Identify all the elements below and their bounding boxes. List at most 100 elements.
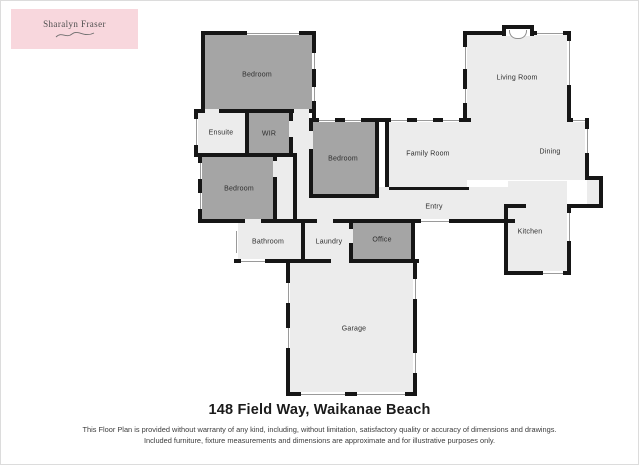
window <box>417 118 433 122</box>
window-pane-line <box>288 328 289 348</box>
wall-segment <box>504 204 508 227</box>
address-title: 148 Field Way, Waikanae Beach <box>208 402 431 418</box>
room-label-office: Office <box>372 236 392 244</box>
wall-segment <box>463 31 467 122</box>
room-label-bedroom-2: Bedroom <box>224 185 254 193</box>
window-pane-line <box>319 120 335 121</box>
window <box>194 119 198 145</box>
wall-segment <box>389 187 469 190</box>
window <box>463 47 467 69</box>
window <box>443 118 459 122</box>
wall-segment <box>312 31 316 122</box>
window <box>345 118 361 122</box>
window <box>573 118 585 122</box>
room-label-ensuite: Ensuite <box>208 129 234 137</box>
window <box>312 87 316 101</box>
room-label-laundry: Laundry <box>315 238 343 246</box>
wall-segment <box>309 194 379 198</box>
wall-segment <box>194 153 297 157</box>
window <box>421 219 449 223</box>
door-opening <box>309 131 313 149</box>
wall-segment <box>198 109 316 113</box>
window <box>463 89 467 103</box>
window-pane-line <box>465 89 466 103</box>
wall-segment <box>504 271 571 275</box>
room-area <box>467 118 585 180</box>
window-pane-line <box>537 33 563 34</box>
wall-segment <box>599 176 603 208</box>
window-pane-line <box>587 129 588 153</box>
door-opening <box>273 161 277 177</box>
room-area <box>290 263 413 392</box>
window <box>413 353 417 373</box>
window-pane-line <box>415 353 416 373</box>
window <box>543 271 563 275</box>
window <box>537 31 563 35</box>
room-label-dining: Dining <box>539 148 561 156</box>
door-opening <box>289 121 293 137</box>
window <box>247 31 299 35</box>
window-pane-line <box>314 53 315 69</box>
window <box>234 231 238 253</box>
room-label-bedroom-1: Bedroom <box>242 71 272 79</box>
window <box>286 283 290 303</box>
window-pane-line <box>443 120 459 121</box>
window-pane-line <box>241 261 265 262</box>
room-area <box>293 113 309 196</box>
agent-name: Sharalyn Fraser <box>43 18 106 29</box>
disclaimer-text: This Floor Plan is provided without warr… <box>1 425 638 446</box>
window <box>391 118 407 122</box>
room-area <box>379 187 508 219</box>
window-pane-line <box>247 33 299 34</box>
window-pane-line <box>345 120 361 121</box>
window-pane-line <box>288 283 289 303</box>
room-area <box>587 180 599 206</box>
wall-segment <box>245 111 249 155</box>
wall-segment <box>375 122 379 198</box>
window <box>301 392 345 396</box>
window <box>413 279 417 299</box>
wall-segment <box>309 118 471 122</box>
room-label-entry: Entry <box>425 203 443 211</box>
wall-segment <box>309 122 313 198</box>
wall-segment <box>286 392 417 396</box>
wall-segment <box>198 219 515 223</box>
window <box>567 213 571 241</box>
room-area <box>313 122 375 194</box>
room-area <box>353 223 411 259</box>
window-pane-line <box>200 163 201 179</box>
window-pane-line <box>465 47 466 69</box>
wall-segment <box>504 223 508 275</box>
room-label-garage: Garage <box>341 325 367 333</box>
wall-segment <box>413 259 417 396</box>
window-pane-line <box>569 41 570 85</box>
wall-segment <box>286 259 290 396</box>
window <box>198 163 202 179</box>
wall-segment <box>201 31 205 113</box>
room-area <box>467 35 567 122</box>
window-pane-line <box>301 394 345 395</box>
window <box>312 53 316 69</box>
door-opening <box>349 229 353 243</box>
window <box>567 41 571 85</box>
window-pane-line <box>543 273 563 274</box>
brand-logo: Sharalyn Fraser <box>11 9 138 49</box>
room-area <box>289 196 389 219</box>
room-area <box>202 157 273 219</box>
wall-segment <box>571 204 603 208</box>
signature-script-icon <box>55 31 94 37</box>
room-label-wir: WIR <box>261 130 277 138</box>
window-pane-line <box>196 119 197 145</box>
window-pane-line <box>391 120 407 121</box>
wall-segment <box>234 259 419 263</box>
door-opening <box>294 109 309 113</box>
window <box>198 193 202 209</box>
room-area <box>508 181 567 271</box>
window-pane-line <box>236 231 237 253</box>
wall-segment <box>293 155 297 219</box>
room-label-bathroom: Bathroom <box>252 238 284 246</box>
window <box>241 259 265 263</box>
wall-segment <box>385 122 389 187</box>
window-pane-line <box>569 213 570 241</box>
wall-segment <box>273 155 277 223</box>
